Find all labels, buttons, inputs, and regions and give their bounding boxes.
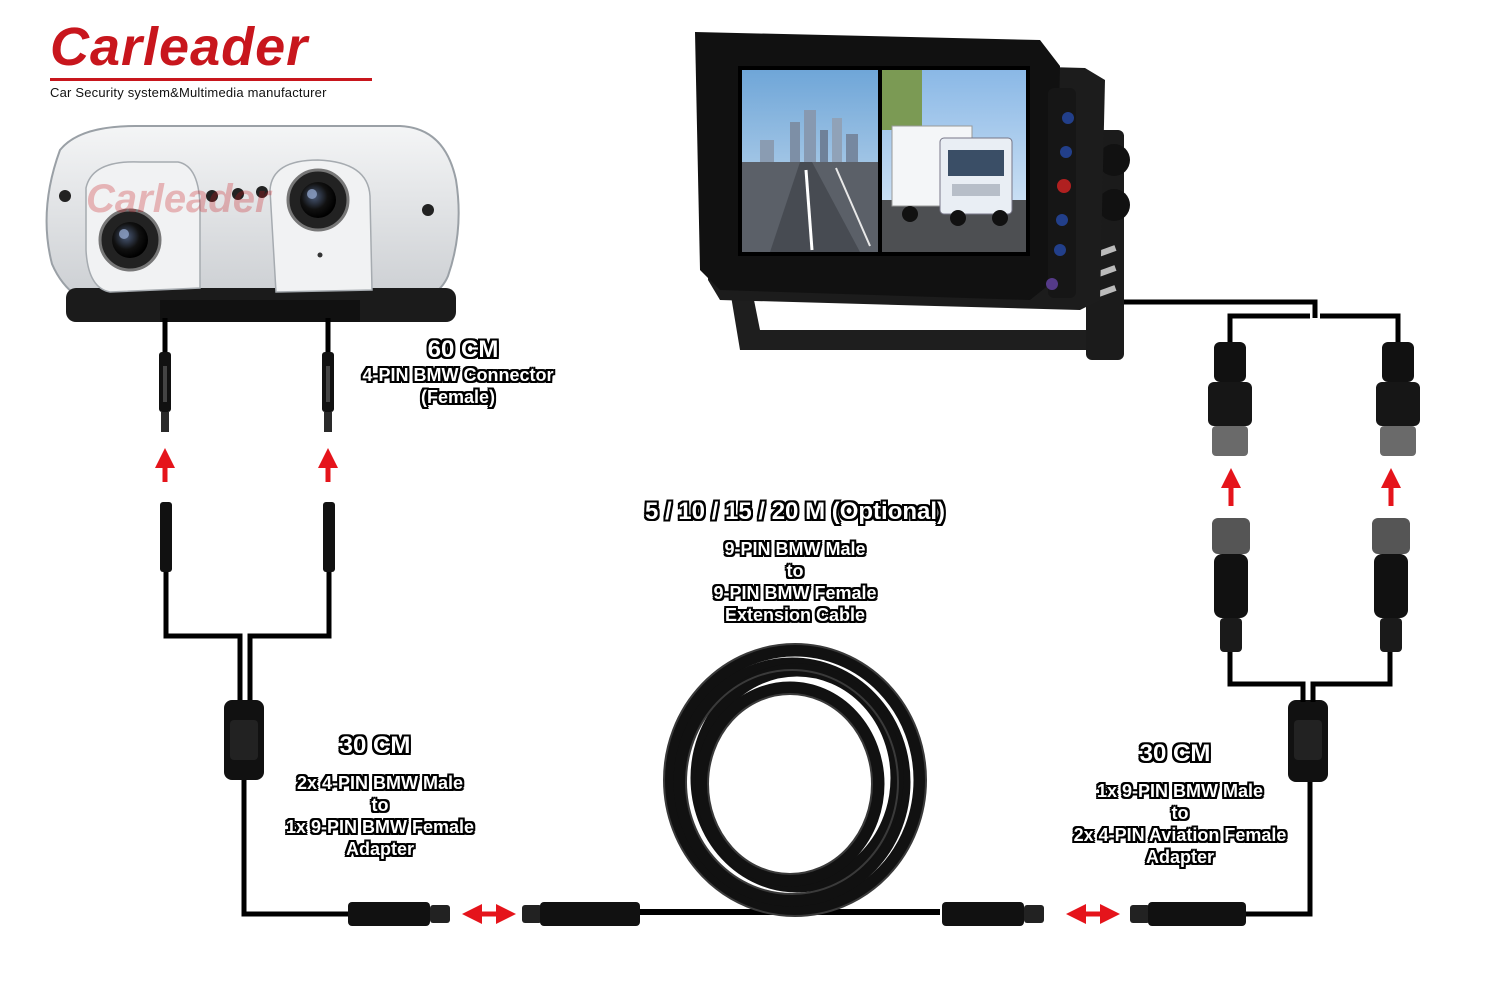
monitor	[695, 32, 1130, 360]
label-left-adapter-length: 30 CM	[339, 732, 411, 759]
screen-right-view	[882, 70, 1026, 252]
monitor-cable	[1120, 299, 1420, 456]
label-left-adapter-desc-1: 2x 4-PIN BMW Male	[296, 773, 464, 793]
brand-tagline: Car Security system&Multimedia manufactu…	[50, 85, 327, 100]
label-left-adapter-desc-4: Adapter	[345, 839, 414, 859]
label-left-adapter-desc-3: 1x 9-PIN BMW Female	[285, 817, 475, 837]
label-right-adapter-desc-3: 2x 4-PIN Aviation Female	[1073, 825, 1287, 845]
label-right-adapter-length: 30 CM	[1139, 740, 1211, 767]
screen-left-view	[742, 70, 878, 252]
label-camera-cable-desc-2: (Female)	[420, 387, 496, 407]
dual-camera: Carleader	[45, 124, 460, 322]
label-left-adapter-desc-2: to	[371, 795, 389, 815]
extension-cable	[522, 643, 1044, 926]
label-right-adapter-desc-1: 1x 9-PIN BMW Male	[1096, 781, 1264, 801]
camera-pigtail-left	[159, 318, 171, 432]
camera-pigtail-right	[322, 318, 334, 432]
brand-underline	[50, 78, 372, 81]
right-adapter-cable	[1130, 518, 1410, 926]
brand-logo: Carleader Car Security system&Multimedia…	[50, 18, 380, 100]
label-left-adapter: 30 CM 2x 4-PIN BMW Male to 1x 9-PIN BMW …	[268, 732, 492, 860]
label-right-adapter-desc-2: to	[1171, 803, 1189, 823]
label-right-adapter-desc-4: Adapter	[1145, 847, 1214, 867]
label-extension-cable: 5 / 10 / 15 / 20 M (Optional) 9-PIN BMW …	[610, 498, 980, 626]
label-camera-cable: 60 CM 4-PIN BMW Connector (Female)	[350, 336, 566, 408]
left-adapter-cable	[160, 502, 450, 926]
label-extension-desc-1: 9-PIN BMW Male	[724, 539, 866, 559]
label-extension-length: 5 / 10 / 15 / 20 M (Optional)	[644, 498, 946, 525]
label-camera-cable-length: 60 CM	[427, 336, 499, 363]
label-camera-cable-desc-1: 4-PIN BMW Connector	[362, 365, 554, 385]
camera-watermark: Carleader	[86, 177, 273, 221]
label-extension-desc-2: to	[786, 561, 804, 581]
label-right-adapter: 30 CM 1x 9-PIN BMW Male to 2x 4-PIN Avia…	[1058, 740, 1302, 868]
brand-name: Carleader	[50, 17, 309, 77]
label-extension-desc-4: Extension Cable	[724, 605, 866, 625]
label-extension-desc-3: 9-PIN BMW Female	[713, 583, 877, 603]
